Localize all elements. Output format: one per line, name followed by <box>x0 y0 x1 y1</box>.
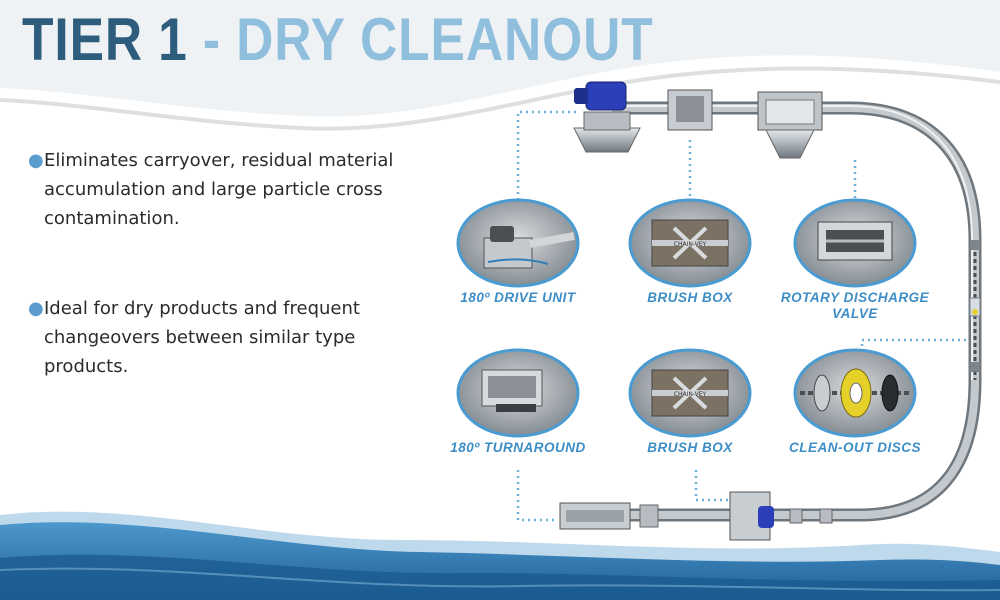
top-wave <box>0 0 1000 131</box>
chain-inside-tube <box>969 240 981 380</box>
label-turnaround: 180º TURNAROUND <box>450 440 586 455</box>
bullet-text-2: Ideal for dry products and frequent chan… <box>44 298 360 377</box>
brand-mark-bottom: CHAIN-VEY <box>674 391 707 398</box>
bullet-item-1: ● Eliminates carryover, residual materia… <box>28 146 428 233</box>
label-rotary-discharge-valve: ROTARY DISCHARGE VALVE <box>780 290 930 321</box>
label-brush-box-top: BRUSH BOX <box>647 290 733 305</box>
photo-turnaround <box>456 348 580 438</box>
label-drive-unit: 180º DRIVE UNIT <box>460 290 576 305</box>
page-title: TIER 1 - DRY CLEANOUT <box>22 4 654 76</box>
photo-rotary-discharge-valve <box>793 198 917 288</box>
drive-motor <box>585 81 627 111</box>
bullet-item-2: ● Ideal for dry products and frequent ch… <box>28 294 428 381</box>
bullet-text-1: Eliminates carryover, residual material … <box>44 150 394 229</box>
photo-clean-out-discs <box>793 348 917 438</box>
title-subject: - DRY CLEANOUT <box>202 6 654 73</box>
brand-mark-top: CHAIN-VEY <box>674 241 707 248</box>
bottom-wave <box>0 511 1000 600</box>
photo-brush-box-top: CHAIN-VEY <box>628 198 752 288</box>
bullet-dot-icon: ● <box>28 298 44 319</box>
bullet-dot-icon: ● <box>28 150 44 171</box>
title-tier: TIER 1 <box>22 6 188 73</box>
top-assembly <box>573 81 823 159</box>
photo-drive-unit <box>456 198 580 288</box>
bottom-assembly <box>559 491 833 541</box>
label-brush-box-bottom: BRUSH BOX <box>647 440 733 455</box>
photo-brush-box-bottom: CHAIN-VEY <box>628 348 752 438</box>
label-clean-out-discs: CLEAN-OUT DISCS <box>789 440 921 455</box>
